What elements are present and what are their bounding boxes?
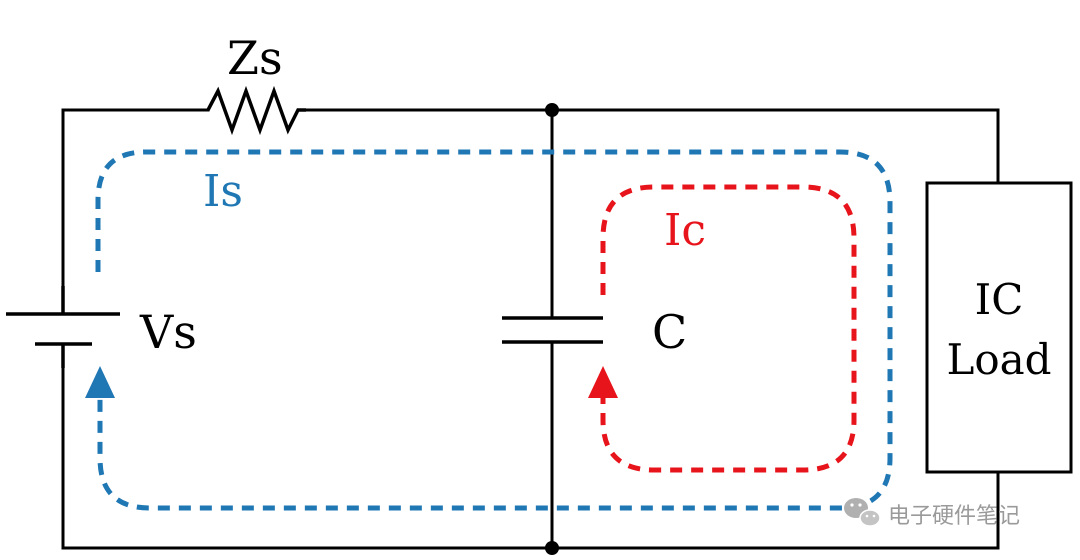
label-c: C [652,305,687,359]
battery-vs [6,286,120,368]
label-zs: Zs [227,31,283,85]
label-load-line2: Load [946,335,1051,384]
source-current-loop [95,149,893,511]
ic-load-box [925,181,1073,474]
wechat-icon [844,498,881,527]
wires [61,108,1000,550]
watermark-text: 电子硬件笔记 [888,504,1020,529]
capacitor-current-loop [600,184,857,473]
label-vs: Vs [139,305,197,359]
resistor-zs [206,85,306,136]
watermark: 电子硬件笔记 [844,498,1020,529]
wire-top-left [61,108,210,288]
capacitor-c [502,316,603,344]
source-current-arrow [85,366,115,398]
label-load-line1: IC [975,275,1024,324]
wire-bottom [61,366,1000,550]
junction-bottom [545,541,559,555]
label-ic: Ic [664,205,706,256]
label-is: Is [203,166,243,217]
wire-top-right [304,108,1000,185]
capacitor-current-arrow [588,366,618,398]
junction-top [545,103,559,117]
